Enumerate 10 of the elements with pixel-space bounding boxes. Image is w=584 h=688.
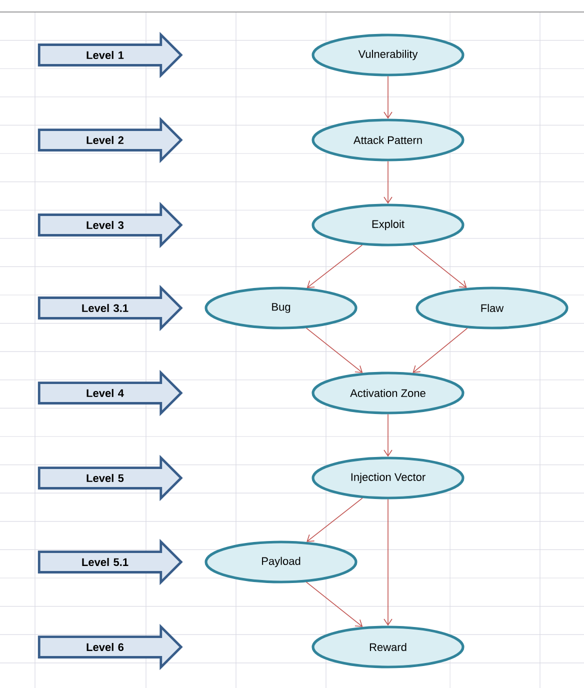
arrow: [412, 328, 468, 373]
arrow: [306, 328, 363, 373]
arrow: [306, 498, 363, 542]
arrow: [384, 498, 392, 626]
arrow: [412, 244, 467, 288]
arrow: [306, 244, 363, 288]
arrow: [384, 160, 392, 204]
arrow: [384, 76, 392, 119]
arrow: [306, 582, 363, 627]
arrow: [384, 414, 392, 457]
